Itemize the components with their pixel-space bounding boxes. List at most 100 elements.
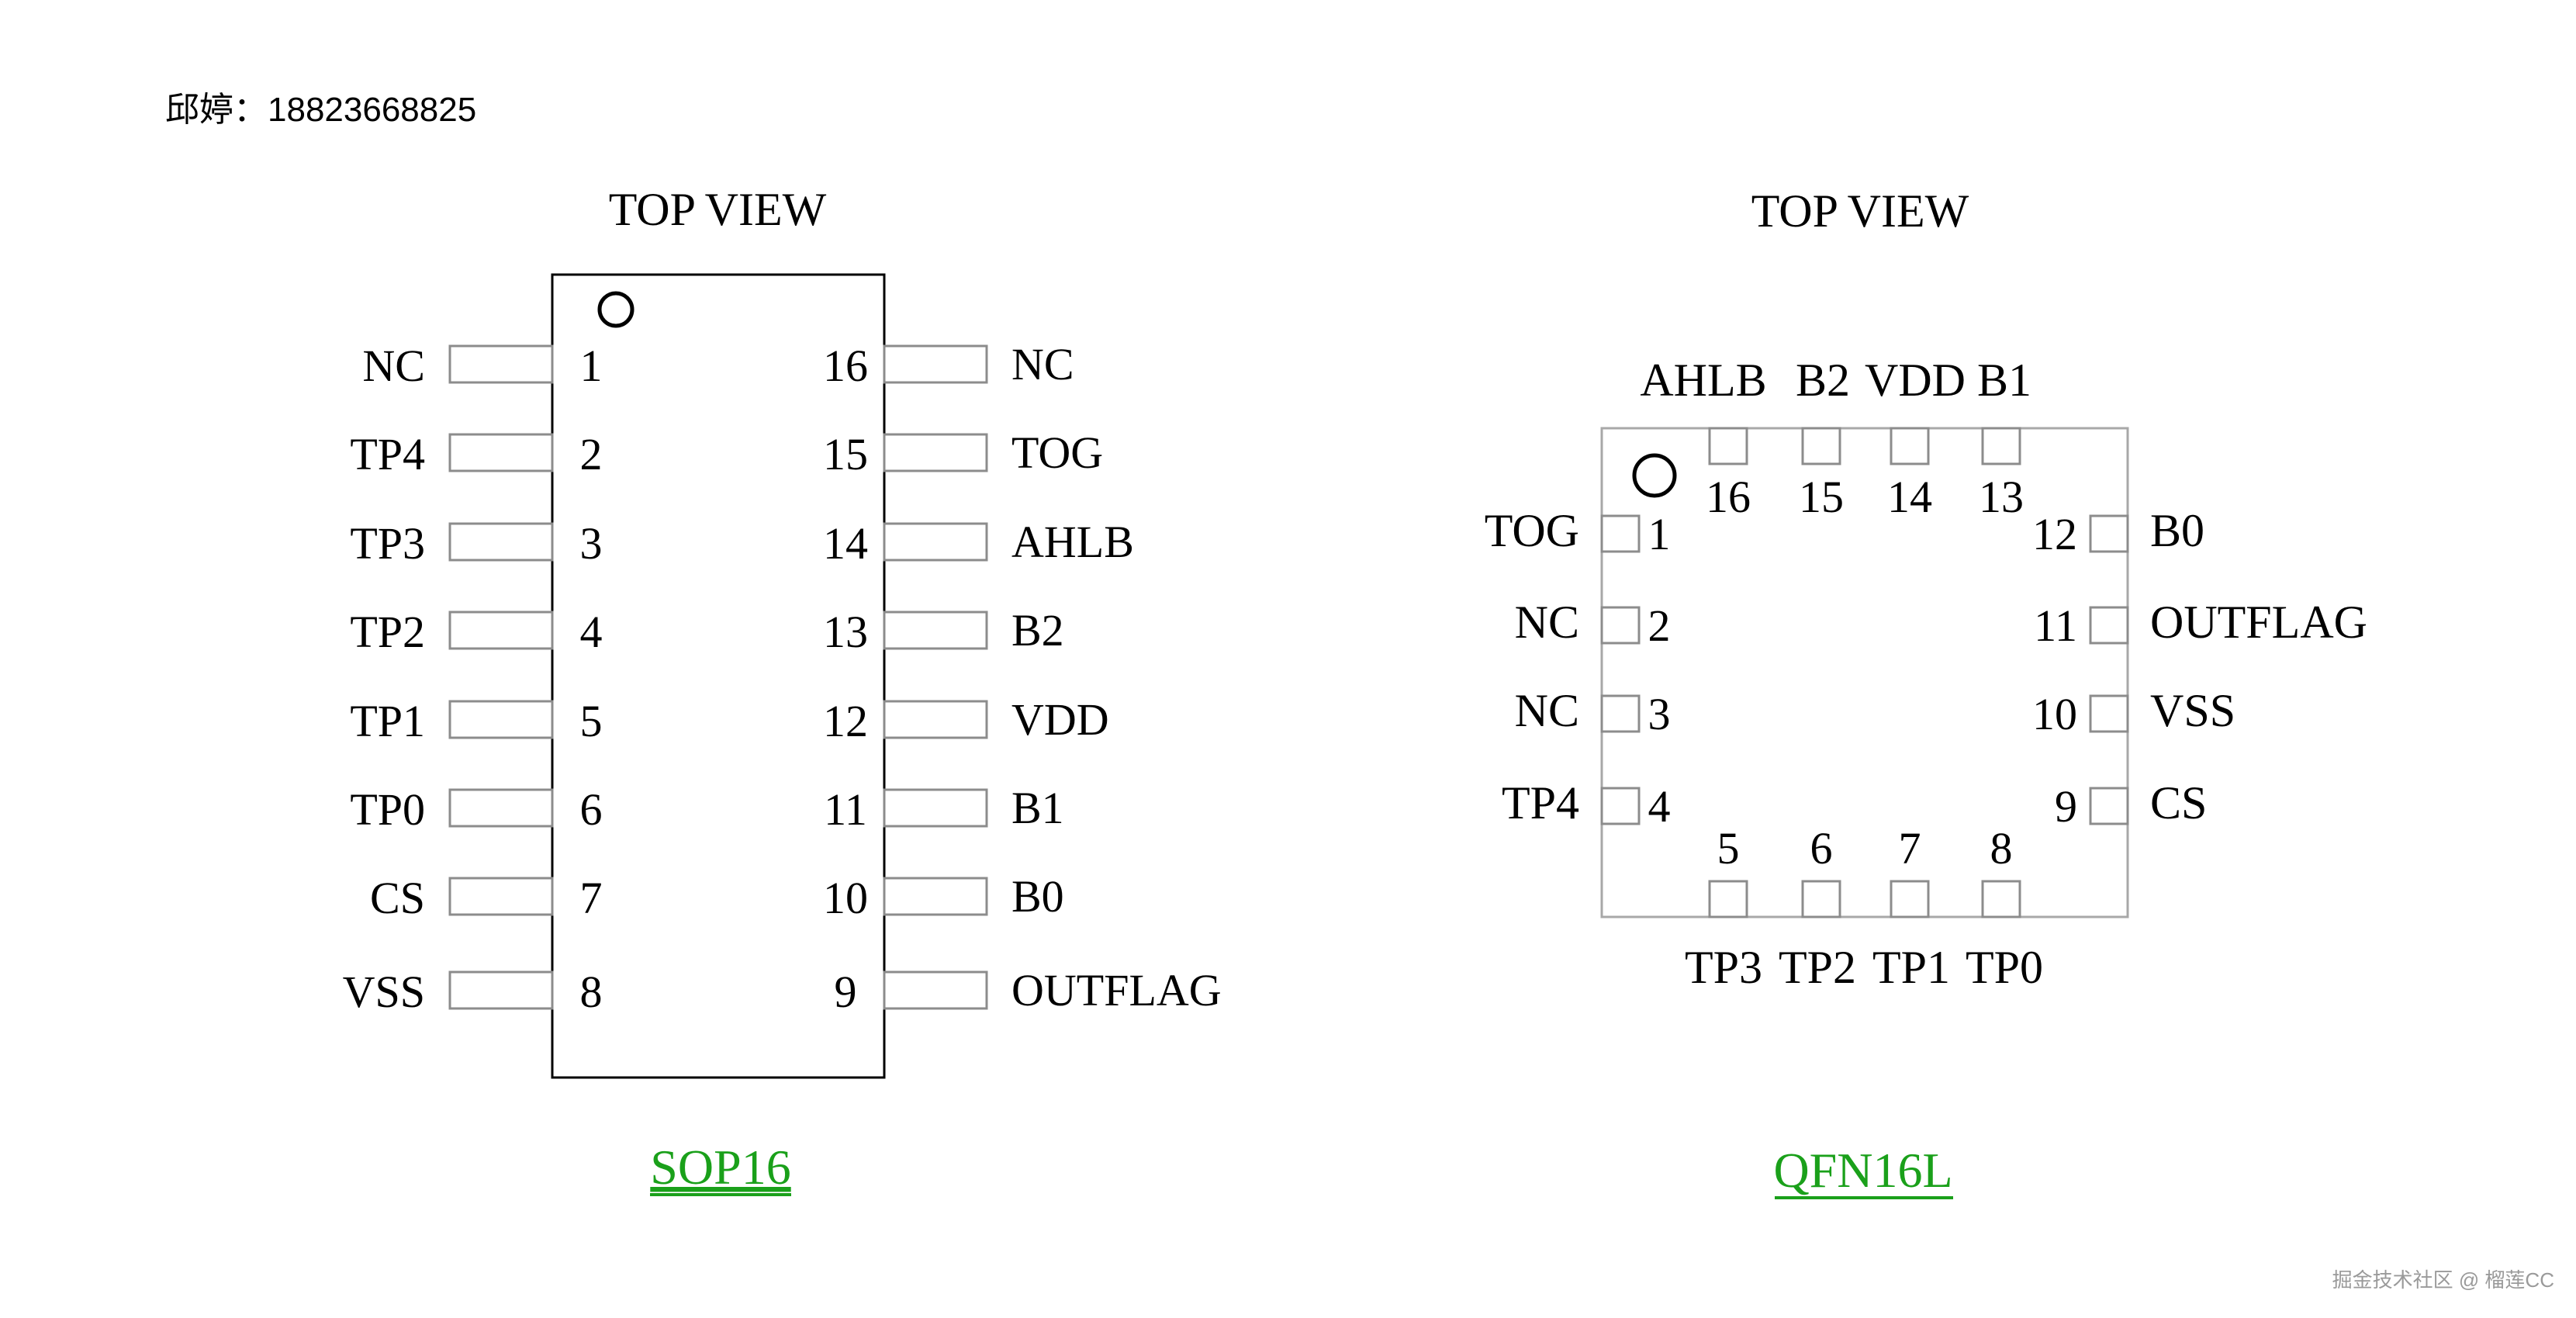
qfn16l-pin-name: TP4: [1502, 777, 1579, 829]
qfn16l-pin-pad: [1600, 787, 1641, 825]
sop16-pin-lead: [448, 611, 554, 650]
sop16-pin-lead: [448, 700, 554, 739]
sop16-pin-lead: [883, 970, 988, 1010]
sop16-pin-lead: [883, 344, 988, 384]
sop16-pin-lead: [448, 433, 554, 472]
qfn16l-pin-name: AHLB: [1640, 355, 1766, 406]
qfn16l-pin-pad: [1600, 514, 1641, 553]
watermark-text: 掘金技术社区 @ 榴莲CC: [2332, 1268, 2554, 1292]
sop16-pin-name: VSS: [343, 967, 425, 1017]
sop16-pin-lead: [883, 788, 988, 828]
sop16-pin-number: 5: [580, 696, 603, 746]
sop16-pin-name: B0: [1011, 871, 1064, 922]
sop16-pin-name: AHLB: [1011, 517, 1134, 567]
qfn16l-pin-number: 2: [1648, 600, 1671, 651]
contact-text: 邱婷：18823668825: [165, 91, 476, 129]
sop16-body: [551, 273, 886, 1079]
qfn16l-pin-pad: [1801, 880, 1841, 918]
qfn16l-pin-number: 7: [1899, 823, 1921, 873]
qfn16l-pin-pad: [1801, 427, 1841, 465]
sop16-pin-name: TP2: [350, 607, 425, 657]
qfn16l-pin-name: B1: [1977, 355, 2031, 406]
sop16-pin-number: 14: [823, 518, 868, 569]
qfn16l-pin-pad: [1600, 694, 1641, 733]
qfn16l-pin-pad: [2089, 787, 2129, 825]
qfn16l-pin-pad: [2089, 514, 2129, 553]
qfn16l-pin-name: TP2: [1779, 942, 1856, 993]
qfn16l-pin-name: NC: [1515, 597, 1579, 648]
qfn16l-pin-pad: [1890, 427, 1930, 465]
sop16-pin-lead: [883, 522, 988, 562]
sop16-pin-lead: [883, 433, 988, 472]
qfn16l-pin-name: VDD: [1865, 355, 1966, 406]
sop16-pin-lead: [448, 877, 554, 916]
qfn16l-pin-name: NC: [1515, 685, 1579, 736]
sop16-pin-number: 15: [823, 429, 868, 479]
qfn16l-pin-number: 14: [1887, 472, 1932, 522]
qfn16l-pin-name: TP1: [1872, 942, 1950, 993]
qfn16l-pin-name: TP0: [1966, 942, 2043, 993]
qfn16l-pin-pad: [2089, 694, 2129, 733]
qfn16l-pin-number: 4: [1648, 781, 1671, 832]
sop16-pin1-marker: [597, 291, 634, 328]
sop16-pin-lead: [448, 788, 554, 828]
sop16-pin-number: 9: [835, 967, 857, 1017]
qfn16l-pin-pad: [2089, 606, 2129, 645]
sop16-pin-name: B2: [1011, 605, 1064, 656]
sop16-pin-name: TOG: [1011, 427, 1103, 478]
sop16-pin-lead: [883, 611, 988, 650]
sop16-pin-number: 3: [580, 518, 603, 569]
qfn16l-pin-name: TOG: [1485, 505, 1579, 556]
sop16-pin-number: 10: [823, 873, 868, 923]
sop16-pin-name: NC: [1011, 339, 1074, 389]
qfn16l-pin-number: 16: [1706, 472, 1751, 522]
qfn16l-view-title: TOP VIEW: [1751, 185, 1969, 237]
sop16-pin-name: NC: [362, 341, 425, 391]
qfn16l-pin-pad: [1981, 427, 2021, 465]
qfn16l-pin-pad: [1708, 880, 1748, 918]
qfn16l-pin-number: 3: [1648, 689, 1671, 739]
sop16-package-name[interactable]: SOP16: [650, 1140, 790, 1195]
qfn16l-pin-name: B0: [2150, 505, 2204, 556]
qfn16l-pin-name: OUTFLAG: [2150, 597, 2367, 648]
qfn16l-pin-number: 9: [2055, 781, 2077, 832]
sop16-pin-number: 1: [580, 341, 603, 391]
qfn16l-pin-number: 5: [1717, 823, 1740, 873]
sop16-view-title: TOP VIEW: [609, 184, 827, 235]
sop16-pin-number: 11: [824, 784, 867, 835]
sop16-pin-number: 13: [823, 607, 868, 657]
sop16-pin-name: TP3: [350, 518, 425, 569]
sop16-pin-name: TP0: [350, 784, 425, 835]
sop16-pin-lead: [448, 970, 554, 1010]
sop16-pin-name: VDD: [1011, 694, 1109, 745]
qfn16l-pin-number: 11: [2034, 600, 2077, 651]
qfn16l-pin-name: B2: [1796, 355, 1850, 406]
sop16-pin-name: TP1: [350, 696, 425, 746]
qfn16l-pin-number: 15: [1799, 472, 1844, 522]
sop16-pin-number: 4: [580, 607, 603, 657]
qfn16l-pin-pad: [1890, 880, 1930, 918]
qfn16l-package-name[interactable]: QFN16L: [1773, 1143, 1952, 1198]
sop16-pin-number: 6: [580, 784, 603, 835]
sop16-pin-number: 16: [823, 341, 868, 391]
qfn16l-pin1-marker: [1632, 453, 1677, 498]
qfn16l-pin-number: 10: [2032, 689, 2077, 739]
qfn16l-pin-name: VSS: [2150, 685, 2235, 736]
qfn16l-pin-number: 8: [1990, 823, 2013, 873]
sop16-pin-lead: [448, 344, 554, 384]
sop16-pin-number: 2: [580, 429, 603, 479]
qfn16l-pin-number: 6: [1810, 823, 1833, 873]
sop16-pin-number: 12: [823, 696, 868, 746]
sop16-pin-number: 8: [580, 967, 603, 1017]
sop16-pin-name: OUTFLAG: [1011, 965, 1222, 1015]
sop16-pin-lead: [883, 700, 988, 739]
